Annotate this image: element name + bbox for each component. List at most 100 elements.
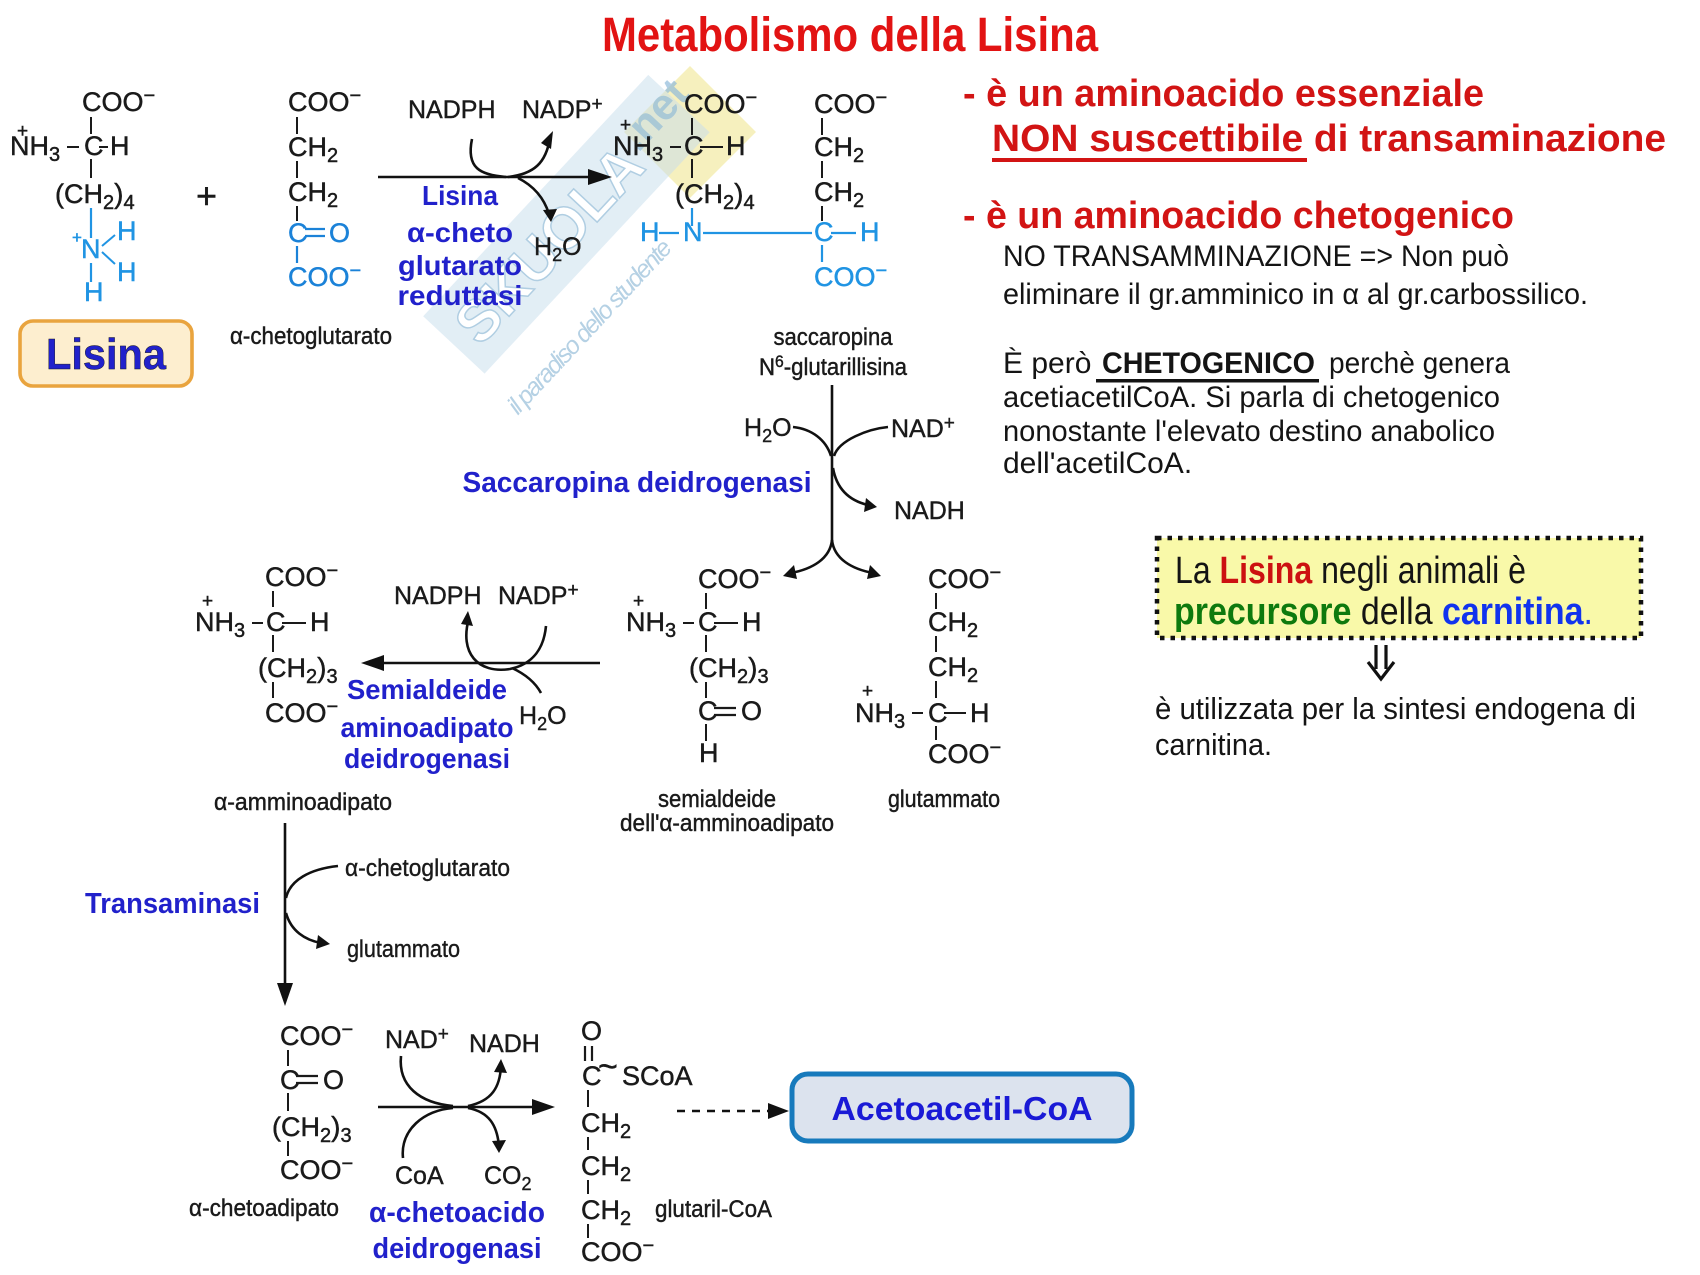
svg-text:C: C xyxy=(288,218,308,248)
svg-text:α-chetoacido: α-chetoacido xyxy=(369,1197,545,1229)
svg-text:H: H xyxy=(726,131,746,161)
svg-text:è utilizzata per la sintesi e: è utilizzata per la sintesi endogena di xyxy=(1155,691,1636,726)
svg-text:NH3: NH3 xyxy=(195,607,245,642)
svg-text:+: + xyxy=(202,591,213,612)
svg-text:C: C xyxy=(928,698,948,728)
svg-text:COO−: COO− xyxy=(288,260,361,292)
svg-text:+: + xyxy=(17,121,28,142)
svg-text:NADP+: NADP+ xyxy=(522,94,603,124)
svg-text:CH2: CH2 xyxy=(288,177,338,212)
svg-text:NAD+: NAD+ xyxy=(891,413,955,443)
svg-text:reduttasi: reduttasi xyxy=(398,280,523,311)
svg-text:dell'α-amminoadipato: dell'α-amminoadipato xyxy=(620,810,834,837)
svg-text:NO TRANSAMMINAZIONE => Non può: NO TRANSAMMINAZIONE => Non può xyxy=(1003,240,1509,273)
svg-text:NH3: NH3 xyxy=(10,131,60,166)
svg-text:Saccaropina deidrogenasi: Saccaropina deidrogenasi xyxy=(463,467,812,499)
svg-text:COO−: COO− xyxy=(814,260,887,292)
svg-text:N6-glutarillisina: N6-glutarillisina xyxy=(759,352,908,381)
svg-text:COO−: COO− xyxy=(698,562,771,594)
svg-text:C: C xyxy=(698,607,718,637)
svg-text:H: H xyxy=(742,607,762,637)
svg-text:COO−: COO− xyxy=(814,87,887,119)
svg-text:H: H xyxy=(84,277,104,307)
svg-text:H: H xyxy=(117,257,137,287)
svg-text:SCoA: SCoA xyxy=(622,1061,693,1091)
svg-text:glutarato: glutarato xyxy=(398,250,522,281)
svg-text:CH2: CH2 xyxy=(288,132,338,167)
svg-text:- è un aminoacido chetogenico: - è un aminoacido chetogenico xyxy=(963,195,1514,237)
svg-text:semialdeide: semialdeide xyxy=(658,786,776,813)
svg-text:COO−: COO− xyxy=(684,87,757,119)
svg-text:perchè genera: perchè genera xyxy=(1329,347,1510,380)
svg-text:(CH2)3: (CH2)3 xyxy=(258,652,338,688)
svg-text:Metabolismo della Lisina: Metabolismo della Lisina xyxy=(602,9,1098,62)
svg-text:COO−: COO− xyxy=(265,560,338,592)
svg-text:O: O xyxy=(329,218,350,248)
svg-text:α-chetoglutarato: α-chetoglutarato xyxy=(230,323,392,350)
svg-text:NH3: NH3 xyxy=(626,607,676,642)
svg-text:NADH: NADH xyxy=(894,497,965,525)
svg-text:nonostante l'elevato destino a: nonostante l'elevato destino anabolico xyxy=(1003,415,1495,448)
svg-text:H: H xyxy=(640,217,660,247)
svg-text:H: H xyxy=(860,217,880,247)
svg-text:COO−: COO− xyxy=(928,737,1001,769)
svg-text:CoA: CoA xyxy=(395,1162,444,1190)
svg-text:+: + xyxy=(72,228,82,247)
svg-text:acetiacetilCoA. Si parla di ch: acetiacetilCoA. Si parla di chetogenico xyxy=(1003,381,1500,414)
svg-text:N: N xyxy=(81,234,101,264)
svg-text:C: C xyxy=(698,696,718,726)
svg-text:O: O xyxy=(741,696,762,726)
svg-text:H: H xyxy=(699,738,719,768)
svg-text:(CH2)4: (CH2)4 xyxy=(675,178,755,214)
svg-text:H2O: H2O xyxy=(744,414,792,446)
svg-text:(CH2)4: (CH2)4 xyxy=(55,178,135,214)
svg-text:O: O xyxy=(581,1016,602,1046)
svg-text:α-cheto: α-cheto xyxy=(407,217,513,248)
svg-text:glutammato: glutammato xyxy=(888,786,1000,813)
svg-text:~: ~ xyxy=(598,1048,618,1086)
svg-text:deidrogenasi: deidrogenasi xyxy=(344,743,510,774)
svg-text:Semialdeide: Semialdeide xyxy=(347,674,507,705)
svg-text:deidrogenasi: deidrogenasi xyxy=(373,1233,542,1265)
svg-text:+: + xyxy=(620,115,631,136)
svg-text:NADH: NADH xyxy=(469,1030,540,1058)
svg-text:glutammato: glutammato xyxy=(347,936,460,963)
svg-text:COO−: COO− xyxy=(581,1235,654,1267)
svg-text:glutaril-CoA: glutaril-CoA xyxy=(655,1196,772,1223)
svg-text:O: O xyxy=(323,1065,344,1095)
svg-text:CH2: CH2 xyxy=(581,1108,631,1143)
svg-text:H: H xyxy=(117,216,137,246)
svg-text:aminoadipato: aminoadipato xyxy=(341,712,514,743)
svg-text:CO2: CO2 xyxy=(484,1162,532,1194)
svg-text:COO−: COO− xyxy=(265,696,338,728)
svg-text:precursore della carnitina.: precursore della carnitina. xyxy=(1174,591,1593,633)
svg-text:saccaropina: saccaropina xyxy=(774,324,894,351)
svg-text:C: C xyxy=(814,217,834,247)
svg-text:(CH2)3: (CH2)3 xyxy=(272,1111,352,1147)
svg-text:La Lisina negli animali è: La Lisina negli animali è xyxy=(1175,550,1526,592)
svg-text:α-amminoadipato: α-amminoadipato xyxy=(214,789,392,816)
svg-text:CH2: CH2 xyxy=(581,1151,631,1186)
svg-text:È però: È però xyxy=(1003,347,1091,380)
svg-text:carnitina.: carnitina. xyxy=(1155,727,1272,762)
svg-text:COO−: COO− xyxy=(288,85,361,117)
svg-text:(CH2)3: (CH2)3 xyxy=(689,652,769,688)
svg-text:NADP+: NADP+ xyxy=(498,580,579,610)
svg-text:Lisina: Lisina xyxy=(422,180,498,211)
svg-text:H: H xyxy=(310,607,330,637)
svg-text:+: + xyxy=(196,175,217,216)
svg-text:Lisina: Lisina xyxy=(46,330,166,379)
svg-text:H2O: H2O xyxy=(519,702,567,734)
svg-text:+: + xyxy=(862,681,873,702)
svg-text:eliminare il gr.amminico in α: eliminare il gr.amminico in α al gr.carb… xyxy=(1003,278,1588,311)
svg-text:H: H xyxy=(110,131,130,161)
svg-text:C: C xyxy=(280,1065,300,1095)
svg-text:- è un aminoacido essenziale: - è un aminoacido essenziale xyxy=(963,73,1484,115)
svg-text:NH3: NH3 xyxy=(855,698,905,733)
svg-text:H: H xyxy=(970,698,990,728)
svg-text:α-chetoglutarato: α-chetoglutarato xyxy=(345,855,510,882)
svg-text:C: C xyxy=(266,607,286,637)
svg-text:COO−: COO− xyxy=(82,85,155,117)
svg-text:N: N xyxy=(683,217,703,247)
svg-text:Transaminasi: Transaminasi xyxy=(85,888,260,920)
